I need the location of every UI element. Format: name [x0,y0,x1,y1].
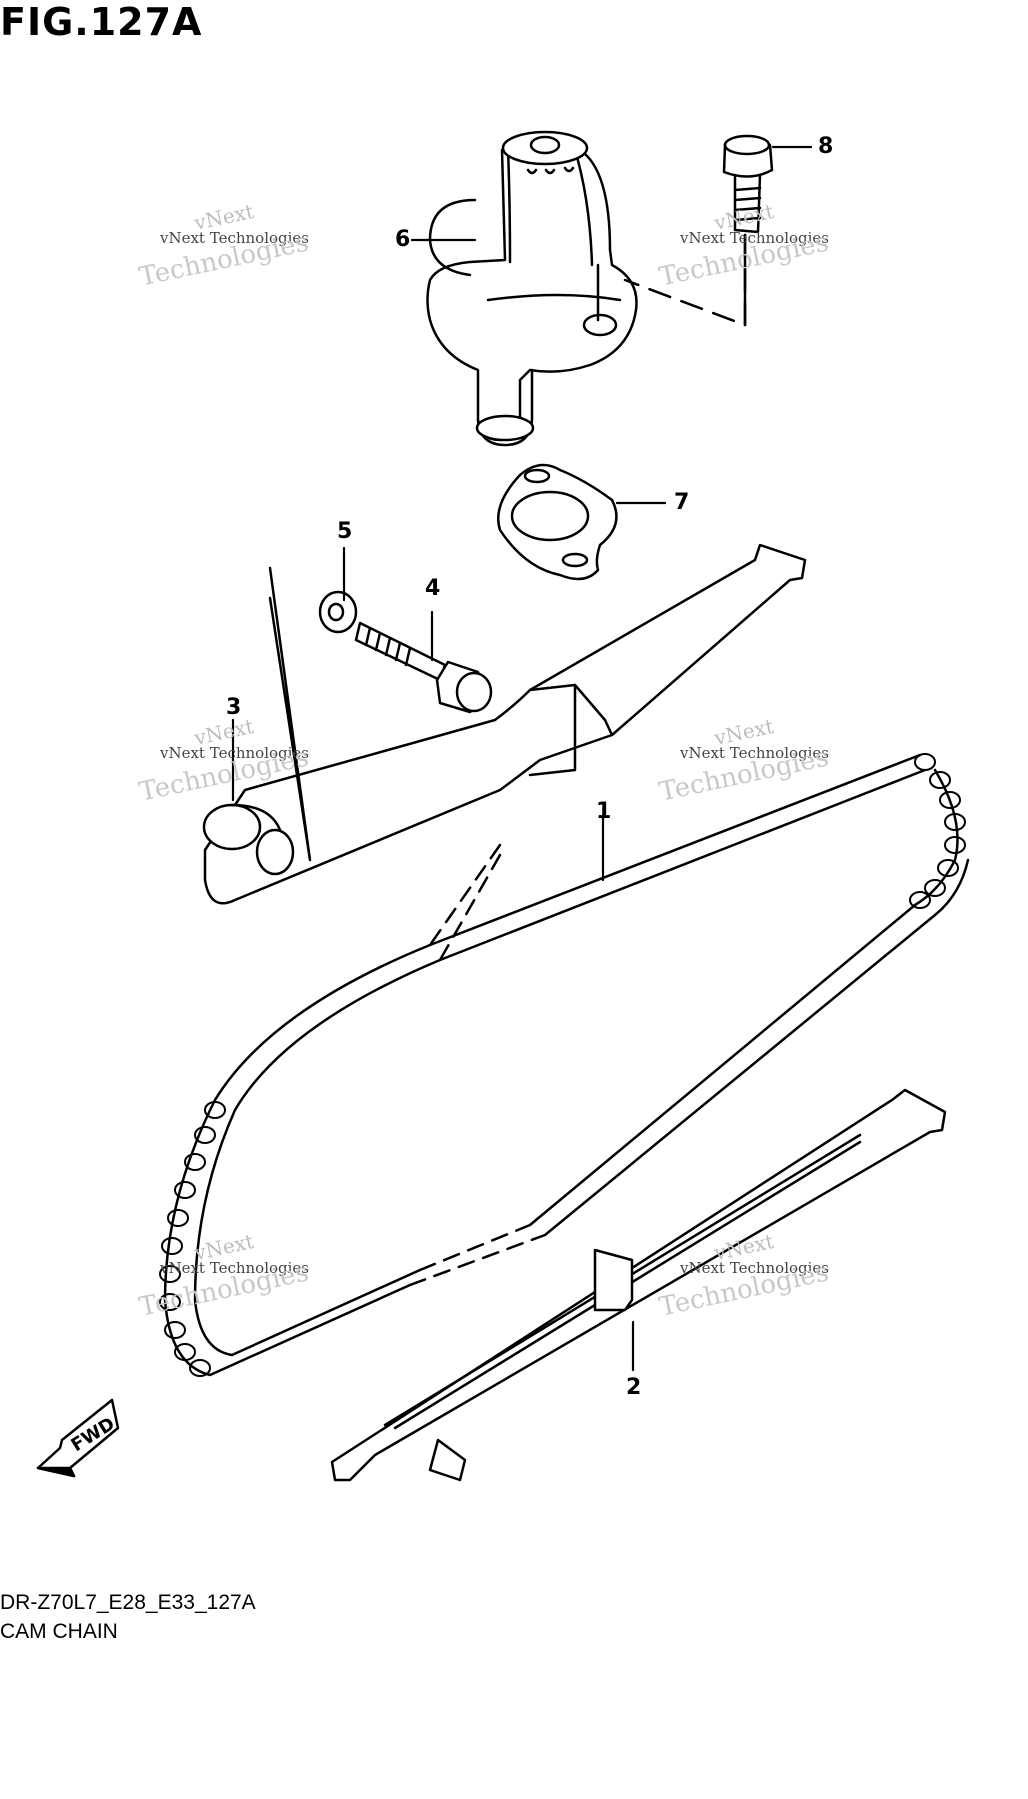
leader-lines [231,145,813,1372]
callout-1: 1 [596,799,612,824]
bolt-8 [623,134,774,327]
tensioner-arm-3 [202,543,807,905]
callout-6: 6 [395,227,411,252]
section-name: CAM CHAIN [0,1620,118,1643]
callout-2: 2 [626,1375,642,1400]
washer-5 [318,590,358,634]
callout-8: 8 [818,134,834,159]
callout-7: 7 [674,490,690,515]
fwd-arrow-icon [36,1398,120,1478]
callout-3: 3 [226,695,242,720]
model-code: DR-Z70L7_E28_E33_127A [0,1591,256,1614]
tensioner-adjuster [426,130,638,447]
callout-4: 4 [425,576,441,601]
chain-guide-2 [330,1088,947,1482]
gasket-7 [496,463,618,581]
callout-5: 5 [337,519,353,544]
bolt-4 [354,621,493,714]
figure-title: FIG.127A [0,0,203,44]
cam-chain-1 [159,753,970,1377]
